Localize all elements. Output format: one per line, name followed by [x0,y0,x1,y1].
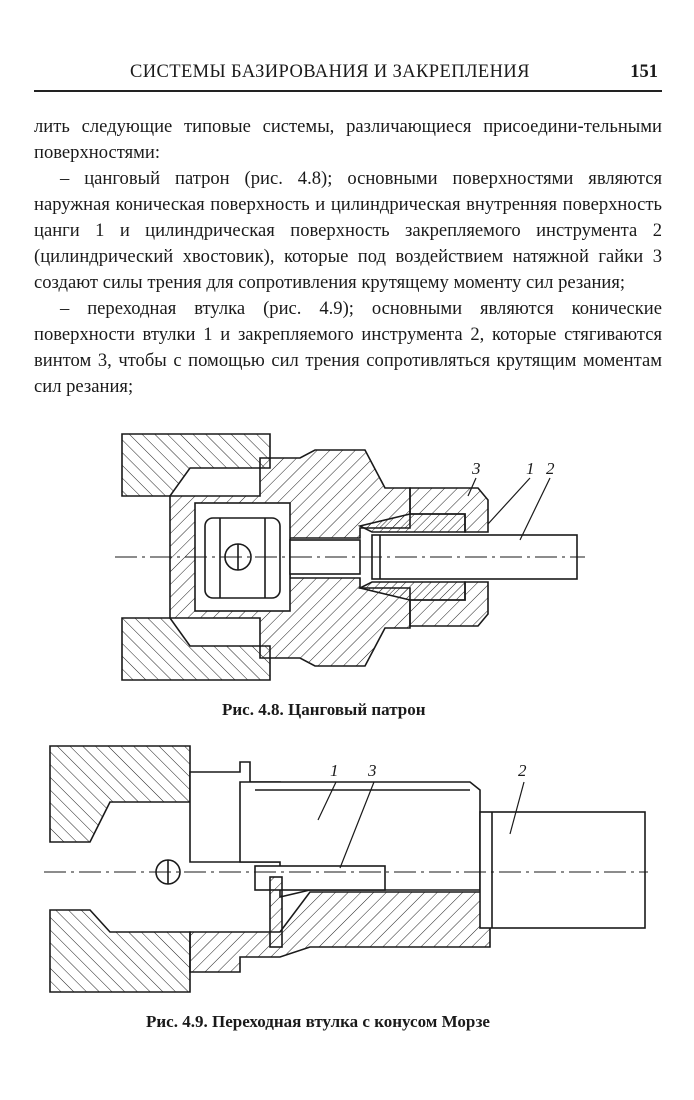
figure-1-label-1: 1 [526,459,535,478]
figure-1-label-2: 2 [546,459,555,478]
header-rule [34,90,662,92]
figure-1-caption: Рис. 4.8. Цанговый патрон [222,700,426,719]
paragraph-adapter-sleeve: – переходная втулка (рис. 4.9); основным… [34,298,662,397]
paragraph-collet-chuck: – цанговый патрон (рис. 4.8); основными … [34,168,662,293]
figure-2-caption: Рис. 4.9. Переходная втулка с конусом Мо… [146,1012,490,1031]
figure-2-label-3: 3 [367,761,377,780]
page-number: 151 [630,62,658,82]
figure-2-label-2: 2 [518,761,527,780]
figure-2-label-1: 1 [330,761,339,780]
figure-collet-chuck: 3 1 2 [115,433,585,681]
running-title: СИСТЕМЫ БАЗИРОВАНИЯ И ЗАКРЕПЛЕНИЯ [130,62,530,82]
figure-adapter-sleeve: 1 3 2 [44,745,648,993]
paragraph-intro: лить следующие типовые системы, различаю… [34,116,662,163]
body-text: лить следующие типовые системы, различаю… [34,114,662,400]
figure-1-label-3: 3 [471,459,481,478]
page-header: СИСТЕМЫ БАЗИРОВАНИЯ И ЗАКРЕПЛЕНИЯ 151 [34,58,662,92]
